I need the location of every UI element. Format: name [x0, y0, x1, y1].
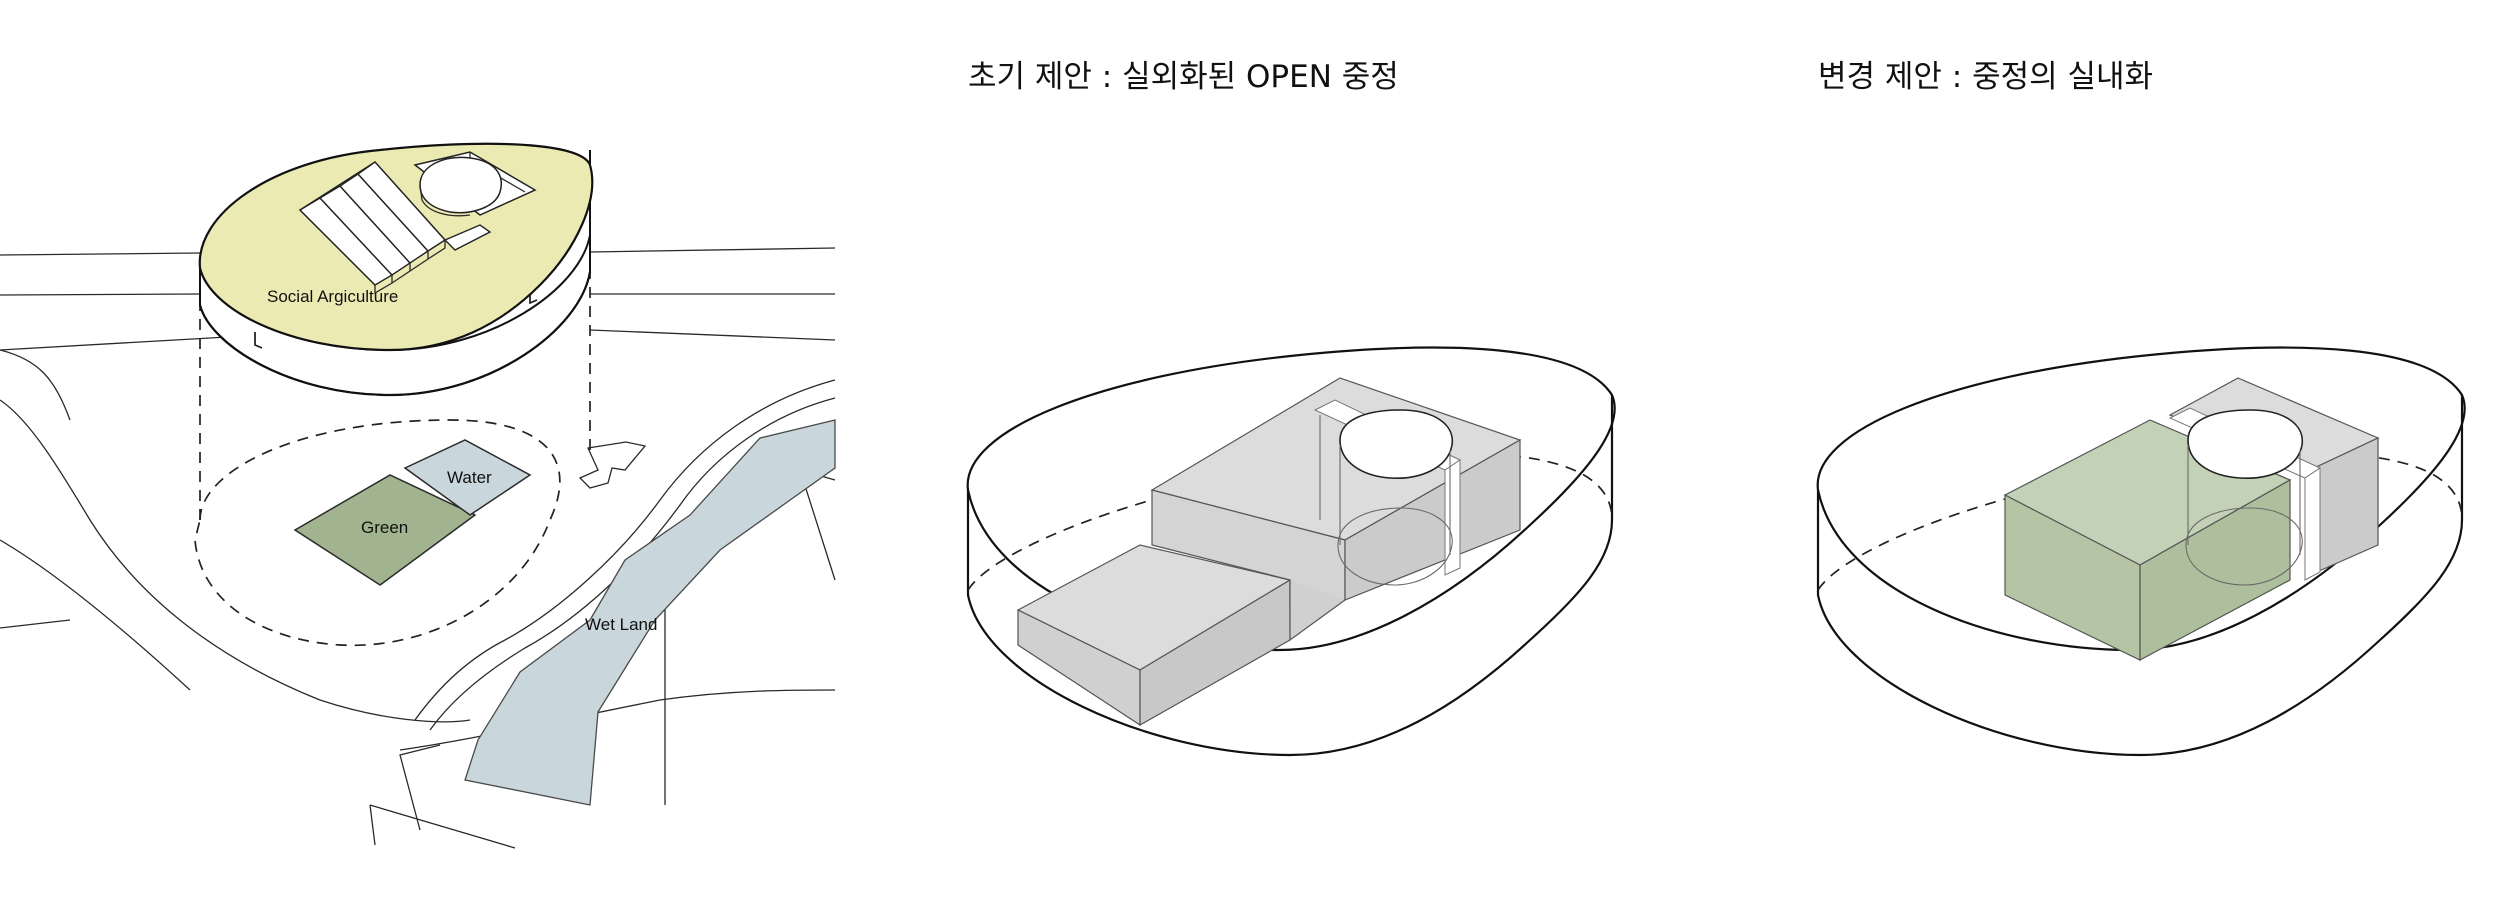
roof-slab-underside [198, 271, 592, 397]
green-label: Green [361, 518, 408, 537]
social-agriculture-label: Social Argiculture [267, 287, 398, 306]
initial-proposal-heading: 초기 제안 : 실외화된 OPEN 중정 [968, 59, 1399, 95]
wetland-label: Wet Land [585, 615, 657, 634]
rooftop-greenhouses [298, 161, 492, 295]
site-small-outline [578, 441, 647, 489]
revised-proposal-heading: 변경 제안 : 중정의 실내화 [1818, 59, 2153, 95]
revised-proposal-diagram: 변경 제안 : 중정의 실내화 [1816, 59, 2466, 757]
water-plot [403, 439, 532, 516]
footprint-dashed-outline [194, 419, 561, 647]
wetland-channel [464, 419, 836, 806]
initial-proposal-diagram: 초기 제안 : 실외화된 OPEN 중정 [966, 59, 1616, 757]
envelope-base-edge [966, 395, 1614, 757]
envelope-base-edge-revised [1816, 395, 2464, 757]
indoor-courtyard-volumes [2003, 377, 2380, 661]
open-courtyard-volumes [1016, 377, 1522, 727]
water-label: Water [447, 468, 492, 487]
rooftop-courtyard [413, 151, 537, 217]
green-plot [293, 474, 477, 586]
site-axonometric: Social Argiculture Water Green Wet Land [0, 142, 836, 849]
envelope-outline-revised [1816, 346, 2466, 652]
